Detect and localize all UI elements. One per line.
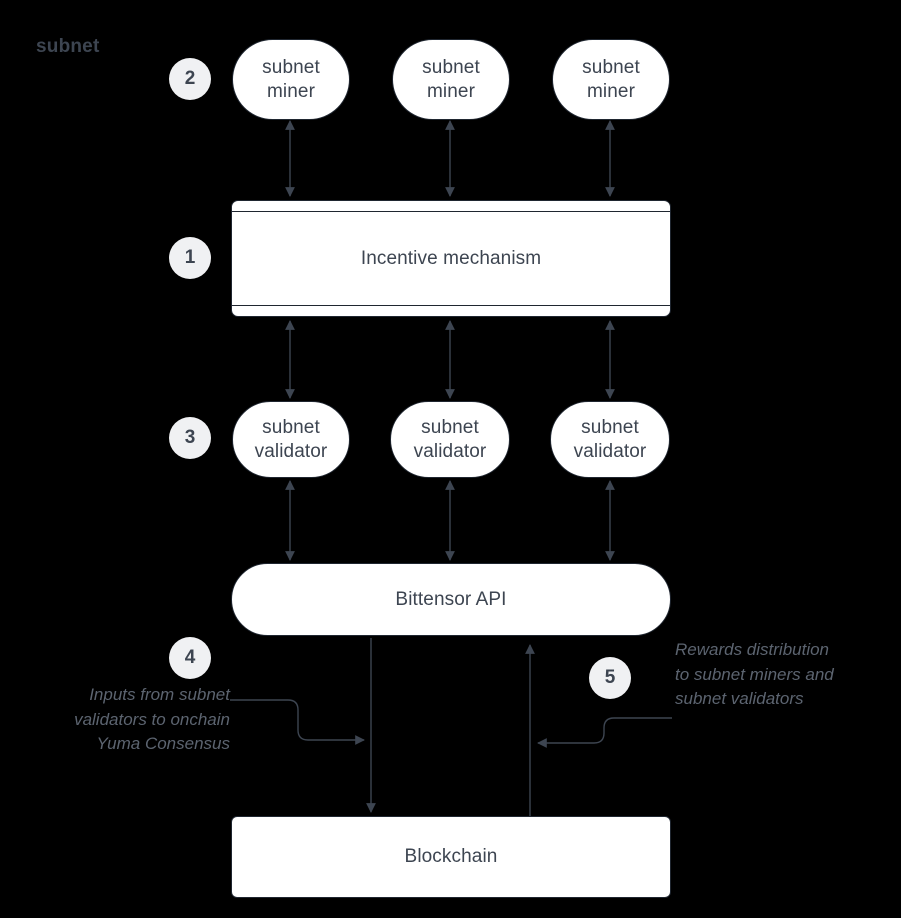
node-subnet-validator-1[interactable]: subnet validator [232,401,350,478]
badge-2: 2 [169,58,211,100]
node-subnet-validator-3[interactable]: subnet validator [550,401,670,478]
caption-line-2: validators to onchain [74,709,230,729]
caption-line-1: Inputs from subnet [89,685,230,704]
node-label: Blockchain [404,846,498,868]
node-label-line2: validator [573,440,647,462]
node-label: Incentive mechanism [360,247,542,269]
badge-5: 5 [589,657,631,699]
node-label-line1: subnet [421,417,479,439]
caption-line-2: to subnet miners and [675,664,834,684]
node-label-line2: miner [586,80,635,102]
node-incentive-mechanism[interactable]: Incentive mechanism [231,200,671,317]
proc-divider-bottom [232,305,670,306]
node-subnet-validator-2[interactable]: subnet validator [390,401,510,478]
node-label-line2: miner [266,80,315,102]
badge-1: 1 [169,237,211,279]
node-subnet-miner-2[interactable]: subnet miner [392,39,510,120]
node-label-line2: validator [413,440,487,462]
node-label-line1: subnet [262,57,320,79]
node-subnet-miner-1[interactable]: subnet miner [232,39,350,120]
caption-line-3: subnet validators [675,689,804,709]
connector-inputs-elbow [230,699,365,745]
subnet-label: subnet [36,36,100,57]
node-bittensor-api[interactable]: Bittensor API [231,563,671,636]
caption-line-3: Yuma Consensus [96,734,230,754]
node-label: Bittensor API [395,588,507,610]
node-label-line2: validator [254,440,328,462]
connector-rewards-elbow [537,717,672,748]
node-label-line1: subnet [581,417,639,439]
node-blockchain[interactable]: Blockchain [231,816,671,898]
node-label-line1: subnet [582,57,640,79]
node-label-line1: subnet [422,57,480,79]
caption-inputs-yuma-consensus: Inputs from subnet validators to onchain… [20,683,230,757]
node-subnet-miner-3[interactable]: subnet miner [552,39,670,120]
badge-3: 3 [169,417,211,459]
caption-line-1: Rewards distribution [675,640,830,659]
node-label-line2: miner [426,80,475,102]
caption-rewards-distribution: Rewards distribution to subnet miners an… [675,638,890,712]
node-label-line1: subnet [262,417,320,439]
proc-divider-top [232,211,670,212]
badge-4: 4 [169,637,211,679]
